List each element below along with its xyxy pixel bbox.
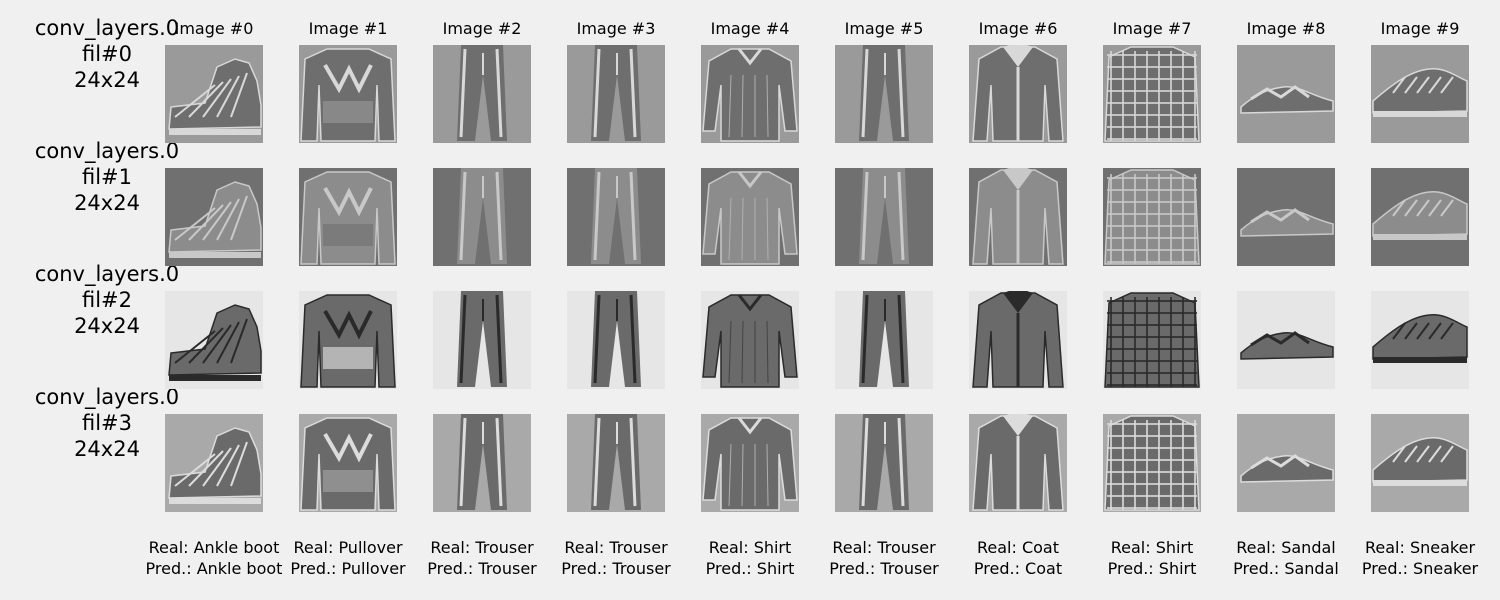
feature-map-thumbnail bbox=[969, 45, 1067, 143]
feature-map-thumbnail bbox=[701, 291, 799, 389]
column-title: Image #4 bbox=[710, 19, 790, 38]
real-label: Real: Coat bbox=[976, 538, 1059, 557]
predicted-label: Pred.: Ankle boot bbox=[145, 559, 283, 578]
real-label: Real: Trouser bbox=[430, 538, 534, 557]
predicted-label: Pred.: Sneaker bbox=[1361, 559, 1479, 578]
row-filter-name: fil#1 bbox=[81, 165, 133, 189]
feature-map-thumbnail bbox=[969, 168, 1067, 266]
feature-map-thumbnail bbox=[433, 45, 531, 143]
real-label: Real: Sneaker bbox=[1364, 538, 1476, 557]
column-title: Image #3 bbox=[576, 19, 656, 38]
column-title: Image #0 bbox=[174, 19, 254, 38]
feature-map-thumbnail bbox=[433, 414, 531, 512]
column-title: Image #7 bbox=[1112, 19, 1192, 38]
feature-map-thumbnail bbox=[299, 168, 397, 266]
row-layer-name: conv_layers.0 bbox=[34, 262, 180, 286]
feature-map-thumbnail bbox=[1237, 168, 1335, 266]
feature-map-thumbnail bbox=[165, 291, 263, 389]
row-layer-name: conv_layers.0 bbox=[34, 385, 180, 409]
feature-map-thumbnail bbox=[1371, 414, 1469, 512]
feature-map-thumbnail bbox=[299, 291, 397, 389]
feature-map-thumbnail bbox=[165, 168, 263, 266]
feature-map-thumbnail bbox=[165, 45, 263, 143]
row-filter-name: fil#2 bbox=[81, 288, 133, 312]
column-title: Image #1 bbox=[308, 19, 388, 38]
predicted-label: Pred.: Shirt bbox=[705, 559, 795, 578]
row-map-size: 24x24 bbox=[74, 68, 140, 92]
feature-map-thumbnail bbox=[1237, 45, 1335, 143]
feature-map-thumbnail bbox=[701, 414, 799, 512]
feature-map-thumbnail bbox=[1103, 45, 1201, 143]
feature-map-thumbnail bbox=[1371, 45, 1469, 143]
real-label: Real: Trouser bbox=[564, 538, 668, 557]
feature-map-thumbnail bbox=[567, 45, 665, 143]
feature-map-thumbnail bbox=[433, 291, 531, 389]
row-map-size: 24x24 bbox=[74, 314, 140, 338]
row-map-size: 24x24 bbox=[74, 437, 140, 461]
predicted-label: Pred.: Trouser bbox=[829, 559, 939, 578]
feature-map-thumbnail bbox=[299, 414, 397, 512]
column-title: Image #9 bbox=[1380, 19, 1460, 38]
feature-map-thumbnail bbox=[701, 45, 799, 143]
column-title: Image #8 bbox=[1246, 19, 1326, 38]
feature-map-thumbnail bbox=[1103, 291, 1201, 389]
predicted-label: Pred.: Sandal bbox=[1233, 559, 1339, 578]
row-map-size: 24x24 bbox=[74, 191, 140, 215]
feature-map-thumbnail bbox=[835, 291, 933, 389]
column-title: Image #2 bbox=[442, 19, 522, 38]
real-label: Real: Shirt bbox=[1110, 538, 1194, 557]
column-title: Image #5 bbox=[844, 19, 924, 38]
row-filter-name: fil#3 bbox=[81, 411, 133, 435]
predicted-label: Pred.: Shirt bbox=[1107, 559, 1197, 578]
row-layer-name: conv_layers.0 bbox=[34, 139, 180, 163]
feature-map-thumbnail bbox=[1103, 414, 1201, 512]
feature-map-thumbnail bbox=[835, 414, 933, 512]
feature-map-thumbnail bbox=[165, 414, 263, 512]
feature-map-thumbnail bbox=[567, 168, 665, 266]
row-layer-name: conv_layers.0 bbox=[34, 16, 180, 40]
predicted-label: Pred.: Trouser bbox=[561, 559, 671, 578]
feature-map-thumbnail bbox=[1103, 168, 1201, 266]
feature-map-thumbnail bbox=[433, 168, 531, 266]
feature-map-thumbnail bbox=[1371, 168, 1469, 266]
feature-map-thumbnail bbox=[969, 291, 1067, 389]
feature-map-thumbnail bbox=[567, 414, 665, 512]
feature-map-thumbnail bbox=[835, 168, 933, 266]
feature-map-thumbnail bbox=[1237, 414, 1335, 512]
feature-map-thumbnail bbox=[1371, 291, 1469, 389]
real-label: Real: Shirt bbox=[708, 538, 792, 557]
row-filter-name: fil#0 bbox=[81, 42, 133, 66]
real-label: Real: Trouser bbox=[832, 538, 936, 557]
feature-map-thumbnail bbox=[835, 45, 933, 143]
feature-map-thumbnail bbox=[567, 291, 665, 389]
feature-map-thumbnail bbox=[969, 414, 1067, 512]
predicted-label: Pred.: Pullover bbox=[290, 559, 406, 578]
real-label: Real: Pullover bbox=[293, 538, 403, 557]
column-title: Image #6 bbox=[978, 19, 1058, 38]
feature-map-thumbnail bbox=[299, 45, 397, 143]
predicted-label: Pred.: Coat bbox=[973, 559, 1063, 578]
feature-map-thumbnail bbox=[701, 168, 799, 266]
real-label: Real: Sandal bbox=[1236, 538, 1336, 557]
predicted-label: Pred.: Trouser bbox=[427, 559, 537, 578]
real-label: Real: Ankle boot bbox=[148, 538, 280, 557]
feature-map-thumbnail bbox=[1237, 291, 1335, 389]
